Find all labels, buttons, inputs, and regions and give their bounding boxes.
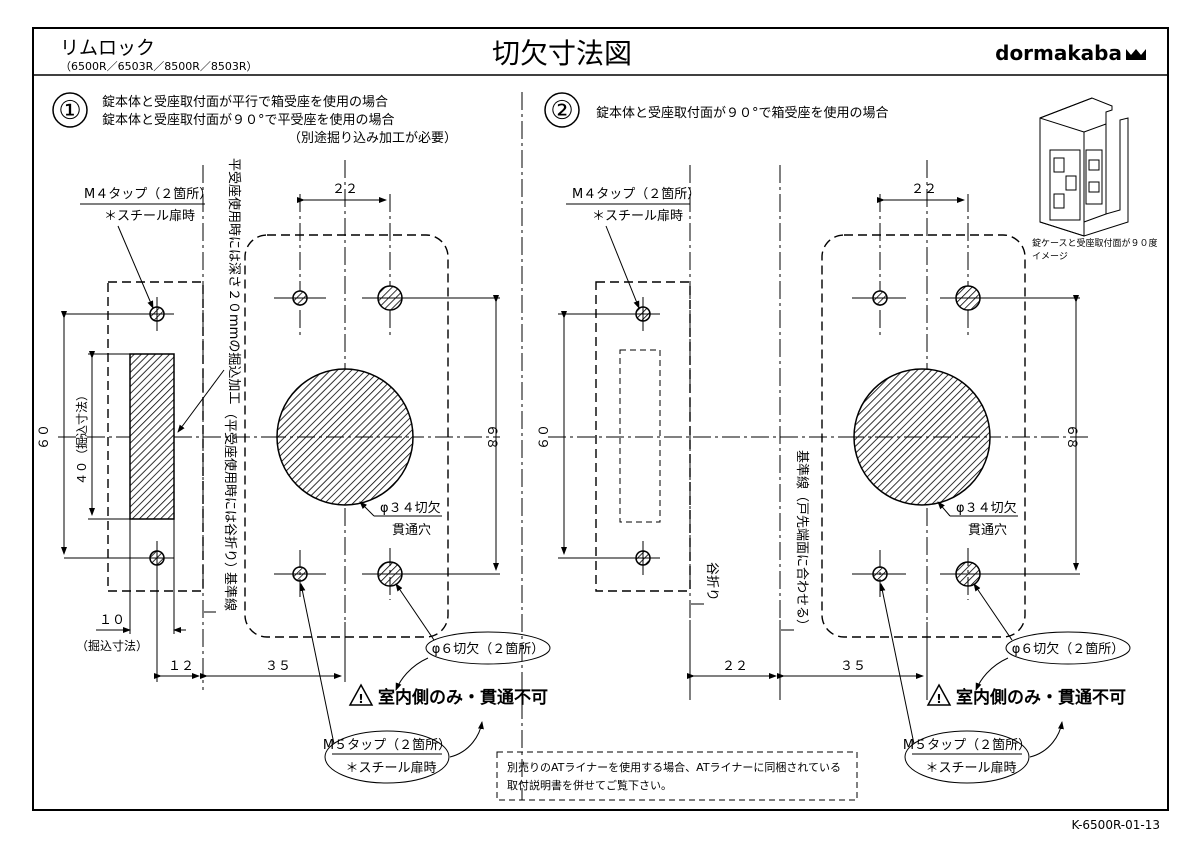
section-1-6mm-hole-top: [362, 285, 500, 311]
section-1-dim-10-note: （掘込寸法）: [76, 638, 148, 653]
section-2-dim-22-top: ２２: [911, 182, 937, 197]
section-2-strike-outline: [595, 281, 691, 592]
section-1-number-circle: [52, 92, 88, 128]
section-1-m5-label: M５タップ（２箇所）: [323, 737, 451, 753]
section-2-warning-text: 室内側のみ・貫通不可: [956, 687, 1126, 708]
svg-text:!: !: [936, 692, 941, 706]
section-2-m5-label: M５タップ（２箇所）: [903, 737, 1031, 753]
section-2-image-caption-2: イメージ: [1032, 252, 1068, 262]
section-1-caption-3: （別途掘り込み加工が必要）: [288, 130, 457, 146]
section-2-number-circle: [544, 92, 580, 128]
section-1: ① 錠本体と受座取付面が平行で箱受座を使用の場合 錠本体と受座取付面が９０°で平…: [37, 92, 551, 784]
section-2-m5-hole-bottom: [852, 550, 906, 598]
product-name: リムロック: [60, 37, 155, 59]
section-2-m5-steel-note: ＊スチール扉時: [925, 760, 1016, 776]
section-2-lock-outline: [821, 234, 1026, 638]
section-1-dim-12: １２: [168, 659, 194, 674]
model-numbers: （6500R／6503R／8500R／8503R）: [60, 60, 258, 73]
section-2-warning: ! 室内側のみ・貫通不可: [926, 683, 1126, 708]
drawing-frame: [32, 27, 1169, 811]
section-1-m4-steel-note: ＊スチール扉時: [104, 208, 195, 224]
section-1-dim-40: ４０（掘込寸法）: [74, 389, 89, 485]
section-1-phi6-label: φ６切欠（２箇所）: [432, 641, 545, 657]
section-1-through-hole-label: 貫通穴: [392, 523, 431, 538]
section-2-reference-label: 基準線（戸先端面に合わせる）: [794, 450, 810, 632]
section-1-reference-label: 基準線: [222, 572, 238, 611]
section-1-caption-1: 錠本体と受座取付面が平行で箱受座を使用の場合: [102, 94, 388, 110]
section-1-warning: ! 室内側のみ・貫通不可: [348, 683, 548, 708]
section-2-through-hole-label: 貫通穴: [968, 523, 1007, 538]
section-1-caption-2: 錠本体と受座取付面が９０°で平受座を使用の場合: [102, 112, 395, 128]
section-1-dim-22: ２２: [332, 182, 358, 197]
section-1-dim-60: ６０: [37, 424, 52, 450]
section-2-dim-60: ６０: [537, 424, 552, 450]
section-1-lock-outline: [244, 234, 449, 638]
note-line-1: 別売りのATライナーを使用する場合、ATライナーに同梱されている: [507, 760, 841, 774]
note-line-2: 取付説明書を併せてご覧下さい。: [507, 778, 672, 792]
section-1-phi6-bubble: [425, 631, 551, 665]
section-1-number: ①: [58, 96, 81, 126]
crown-icon: [1126, 49, 1146, 60]
warning-icon: [348, 683, 374, 706]
section-1-pocket-hatch: [129, 353, 175, 520]
section-1-dim-68: ６８: [484, 424, 499, 450]
section-2-m4-steel-note: ＊スチール扉時: [592, 208, 683, 224]
section-2-m4-label: M４タップ（２箇所）: [572, 186, 700, 202]
note-box: [496, 751, 858, 801]
section-1-m5-steel-note: ＊スチール扉時: [345, 760, 436, 776]
section-2-caption-1: 錠本体と受座取付面が９０°で箱受座を使用の場合: [596, 105, 889, 121]
section-2-hole-label: φ３４切欠: [956, 500, 1017, 516]
brand-name: dormakaba: [995, 41, 1122, 65]
section-2-phi6-bubble: [1005, 631, 1131, 665]
drawing-number: K-6500R-01-13: [1071, 818, 1160, 832]
section-2-inner-slot: [619, 349, 661, 523]
section-2-illustration: [1039, 97, 1129, 237]
section-2-m5-hole-top: [852, 290, 906, 306]
section-2-6mm-hole-top: [940, 285, 1080, 311]
section-1-strike-outline: [107, 281, 204, 592]
section-1-6mm-hole-bottom: [362, 548, 500, 600]
section-2: ② 錠本体と受座取付面が９０°で箱受座を使用の場合 M４タップ（２箇所） ＊スチ…: [537, 92, 1158, 784]
section-1-fold-note: （平受座使用時には谷折り）: [222, 406, 238, 575]
section-2-fold-label: 谷折り: [704, 562, 719, 601]
drawing-title: 切欠寸法図: [492, 37, 632, 70]
section-1-m5-bubble: [324, 730, 450, 784]
section-2-6mm-hole-bottom: [940, 548, 1080, 600]
section-2-dim-68: ６８: [1064, 424, 1079, 450]
section-1-pocket-note: 平受座使用時には深さ２０mmの掘込加工: [226, 158, 242, 404]
section-1-dim-10: １０: [99, 613, 125, 628]
section-1-m5-hole-top: [274, 290, 326, 306]
svg-text:!: !: [358, 692, 363, 706]
warning-icon: [926, 683, 952, 706]
section-1-m4-leader: [117, 225, 154, 309]
section-1-warning-text: 室内側のみ・貫通不可: [378, 687, 548, 708]
brand-logo: dormakaba: [995, 41, 1146, 65]
section-1-hole-label: φ３４切欠: [380, 500, 441, 516]
section-2-m5-bubble: [904, 730, 1030, 784]
section-1-m5-hole-bottom: [274, 550, 326, 598]
section-2-dim-35: ３５: [840, 659, 866, 674]
section-1-dim-35: ３５: [265, 659, 291, 674]
section-1-m4-label: M４タップ（２箇所）: [84, 186, 212, 202]
section-2-phi6-label: φ６切欠（２箇所）: [1012, 641, 1125, 657]
section-2-m4-hole-bottom: [626, 541, 660, 575]
section-2-number: ②: [550, 96, 573, 126]
section-2-dim-22-bottom: ２２: [722, 659, 748, 674]
section-2-image-caption-1: 錠ケースと受座取付面が９０度: [1032, 237, 1158, 249]
